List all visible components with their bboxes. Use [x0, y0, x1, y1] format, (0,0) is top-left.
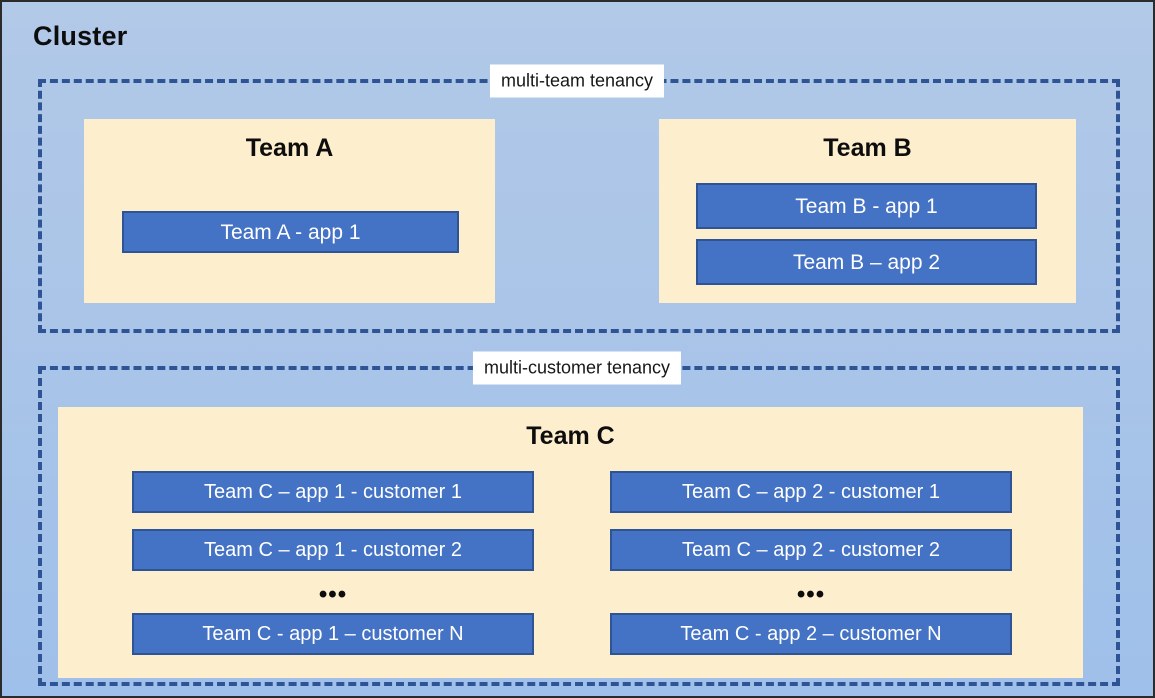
- team-box-team-b: Team B Team B - app 1 Team B – app 2: [659, 119, 1076, 303]
- tenancy-group-label-multi-customer: multi-customer tenancy: [472, 351, 682, 385]
- team-title-team-c: Team C: [526, 422, 615, 450]
- team-box-team-c: Team C Team C – app 1 - customer 1 Team …: [58, 407, 1083, 678]
- app-box-team-b-app-2[interactable]: Team B – app 2: [696, 239, 1037, 285]
- app-box-team-c-app-1-customer-1[interactable]: Team C – app 1 - customer 1: [132, 471, 534, 513]
- app-box-team-b-app-1[interactable]: Team B - app 1: [696, 183, 1037, 229]
- tenancy-group-label-multi-team: multi-team tenancy: [489, 64, 665, 98]
- team-title-team-b: Team B: [823, 134, 912, 162]
- app-box-team-a-app-1[interactable]: Team A - app 1: [122, 211, 459, 253]
- team-box-team-a: Team A Team A - app 1: [84, 119, 495, 303]
- ellipsis-team-c-app-2: •••: [796, 581, 826, 608]
- app-box-team-c-app-1-customer-n[interactable]: Team C - app 1 – customer N: [132, 613, 534, 655]
- app-box-team-c-app-2-customer-n[interactable]: Team C - app 2 – customer N: [610, 613, 1012, 655]
- team-title-team-a: Team A: [245, 134, 334, 162]
- app-box-team-c-app-1-customer-2[interactable]: Team C – app 1 - customer 2: [132, 529, 534, 571]
- page-title: Cluster: [33, 21, 128, 51]
- app-box-team-c-app-2-customer-1[interactable]: Team C – app 2 - customer 1: [610, 471, 1012, 513]
- app-box-team-c-app-2-customer-2[interactable]: Team C – app 2 - customer 2: [610, 529, 1012, 571]
- ellipsis-team-c-app-1: •••: [318, 581, 348, 608]
